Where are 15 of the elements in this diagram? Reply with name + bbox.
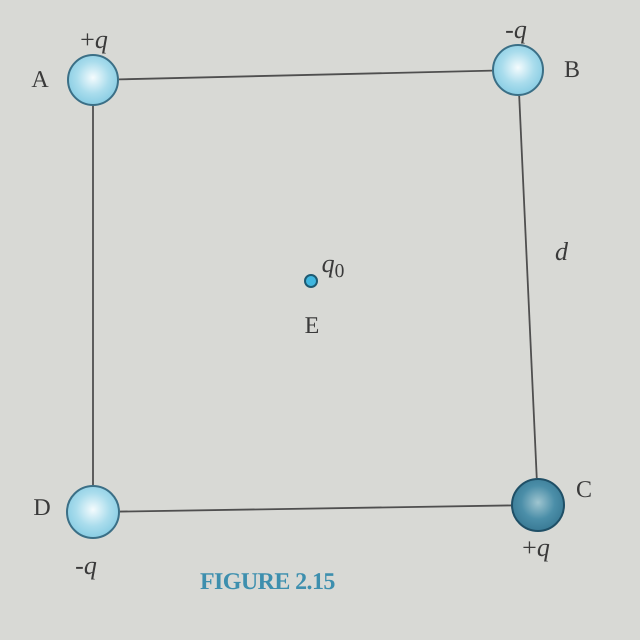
point-letter: D bbox=[32, 496, 52, 520]
charge-label: +q bbox=[79, 27, 109, 53]
charge-label: -q bbox=[74, 553, 98, 579]
point-letter: B bbox=[562, 58, 581, 82]
connecting-line bbox=[120, 504, 512, 512]
connecting-line bbox=[118, 70, 492, 80]
charge-label: q$_{0}$ bbox=[320, 251, 346, 277]
point-letter: C bbox=[574, 478, 593, 502]
charge-label: +q bbox=[521, 535, 551, 561]
charge-label: -q bbox=[504, 17, 528, 43]
point-letter: A bbox=[30, 68, 50, 92]
figure-caption: FIGURE 2.15 bbox=[200, 568, 335, 597]
connecting-line bbox=[518, 96, 538, 478]
connecting-line bbox=[92, 106, 94, 485]
point-letter: E bbox=[304, 314, 320, 338]
